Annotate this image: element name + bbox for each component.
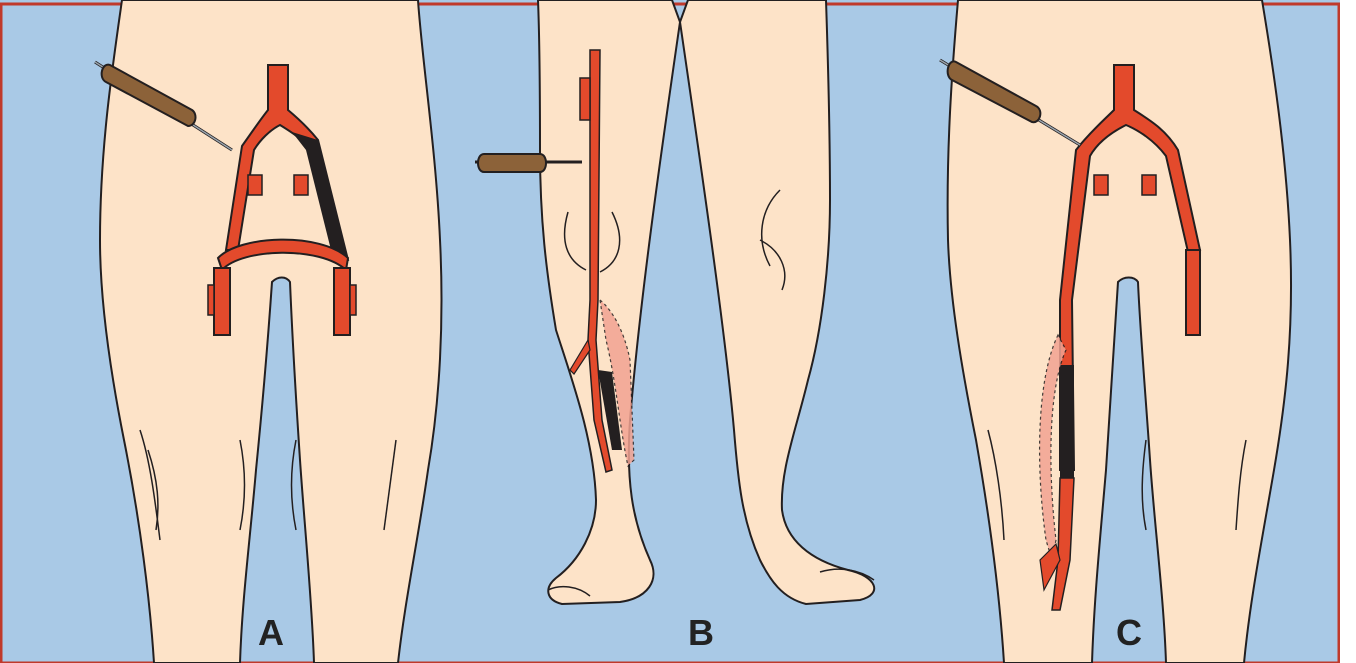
panel-a-label: A <box>258 615 284 651</box>
page-margin <box>1340 0 1356 663</box>
panel-b-label: B <box>688 615 714 651</box>
panel-c-label: C <box>1116 615 1142 651</box>
